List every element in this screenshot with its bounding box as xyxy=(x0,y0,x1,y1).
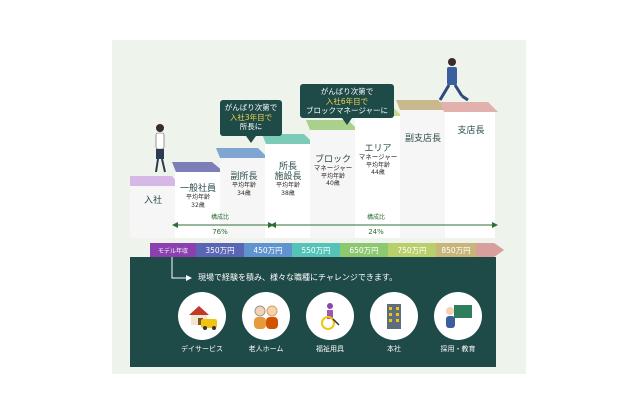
age-value: 34歳 xyxy=(237,189,251,197)
bubble-line: ブロックマネージャーに xyxy=(306,106,388,115)
position-title: ブロック xyxy=(314,155,351,165)
stair-face-7 xyxy=(445,112,495,238)
bubble-tail xyxy=(342,118,352,125)
stair-top-2 xyxy=(216,148,268,158)
salary-value: 350万円 xyxy=(205,245,235,255)
position-area-manager: エリア マネージャー 平均年齢 44歳 xyxy=(355,144,401,177)
age-label: 平均年齢 xyxy=(275,182,300,189)
position-general: 一般社員 平均年齢 32歳 xyxy=(176,184,220,209)
age-value: 40歳 xyxy=(326,180,340,187)
ratio-value: 76% xyxy=(212,228,228,236)
teacher-board-icon xyxy=(434,292,482,340)
stair-top-7 xyxy=(440,102,498,112)
salary-value: 650万円 xyxy=(349,245,379,255)
stair-face-entry xyxy=(130,186,175,238)
elderly-couple-icon xyxy=(242,292,290,340)
stair-top-3 xyxy=(262,134,314,144)
salary-value: 850万円 xyxy=(441,245,471,255)
bubble-highlight: 入社6年目で xyxy=(325,96,369,106)
salary-value: 450万円 xyxy=(253,245,283,255)
career-dayservice: デイサービス xyxy=(178,292,226,354)
position-vice-manager: 副所長 平均年齢 34歳 xyxy=(222,172,266,197)
position-title: 副所長 xyxy=(230,172,258,182)
age-value: 38歳 xyxy=(281,189,295,197)
position-title: エリア xyxy=(364,144,392,154)
stair-face-6 xyxy=(400,110,445,238)
career-label: デイサービス xyxy=(181,345,223,353)
age-label: 平均年齢 xyxy=(365,161,390,169)
stair-top-6 xyxy=(396,100,448,110)
position-entry: 入社 xyxy=(143,196,162,206)
age-value: 44歳 xyxy=(371,169,385,176)
salary-value: 750万円 xyxy=(397,245,427,255)
position-title-2: マネージャー xyxy=(358,153,398,161)
ratio-value: 24% xyxy=(368,228,384,236)
bubble-6years: がんばり次第で 入社6年目で ブロックマネージャーに xyxy=(300,84,394,118)
stair-face-4 xyxy=(310,130,355,238)
ratio-label: 構成比 xyxy=(210,214,229,221)
age-label: 平均年齢 xyxy=(320,172,345,180)
position-title: 所長 施設長 xyxy=(274,162,302,182)
age-label: 平均年齢 xyxy=(185,194,210,201)
career-message: 現場で経験を積み、様々な職種にチャレンジできます。 xyxy=(198,273,398,282)
position-block-manager: ブロック マネージャー 平均年齢 40歳 xyxy=(310,155,356,188)
bubble-line: 所長に xyxy=(239,122,263,131)
stair-top-entry xyxy=(130,176,180,186)
career-welfare-equipment: 福祉用具 xyxy=(306,292,354,354)
office-building-icon xyxy=(370,292,418,340)
career-recruiting-training: 採用・教育 xyxy=(434,292,482,354)
position-title: 一般社員 xyxy=(179,184,216,194)
career-nursing-home: 老人ホーム xyxy=(242,292,290,354)
bubble-line: がんばり次第で xyxy=(224,103,278,112)
house-van-icon xyxy=(178,292,226,340)
career-headquarters: 本社 xyxy=(370,292,418,354)
bubble-line: がんばり次第で xyxy=(320,87,374,96)
stair-face-2 xyxy=(220,158,265,238)
career-label: 採用・教育 xyxy=(440,345,476,353)
bubble-highlight: 入社3年目で xyxy=(229,112,273,122)
career-label: 老人ホーム xyxy=(248,345,284,353)
stair-top-1 xyxy=(172,162,224,172)
salary-label-bg xyxy=(150,243,196,257)
woman-figure xyxy=(155,124,166,173)
stair-face-3 xyxy=(265,144,310,238)
position-manager: 所長 施設長 平均年齢 38歳 xyxy=(266,162,310,197)
ratio-label: 構成比 xyxy=(366,214,385,221)
bubble-tail xyxy=(246,136,256,143)
bubble-3years: がんばり次第で 入社3年目で 所長に xyxy=(220,100,282,136)
man-figure xyxy=(438,58,469,102)
position-branch-manager: 支店長 xyxy=(457,126,485,136)
age-value: 32歳 xyxy=(191,201,205,209)
stair-face-5 xyxy=(355,116,400,238)
wheelchair-icon xyxy=(306,292,354,340)
salary-value: 550万円 xyxy=(301,245,331,255)
salary-label: モデル年収 xyxy=(157,247,188,255)
stair-face-1 xyxy=(175,172,220,238)
position-title-2: マネージャー xyxy=(313,164,353,172)
career-label: 福祉用具 xyxy=(316,345,344,353)
position-deputy-branch: 副支店長 xyxy=(404,134,441,144)
career-label: 本社 xyxy=(387,345,401,353)
age-label: 平均年齢 xyxy=(231,182,256,189)
